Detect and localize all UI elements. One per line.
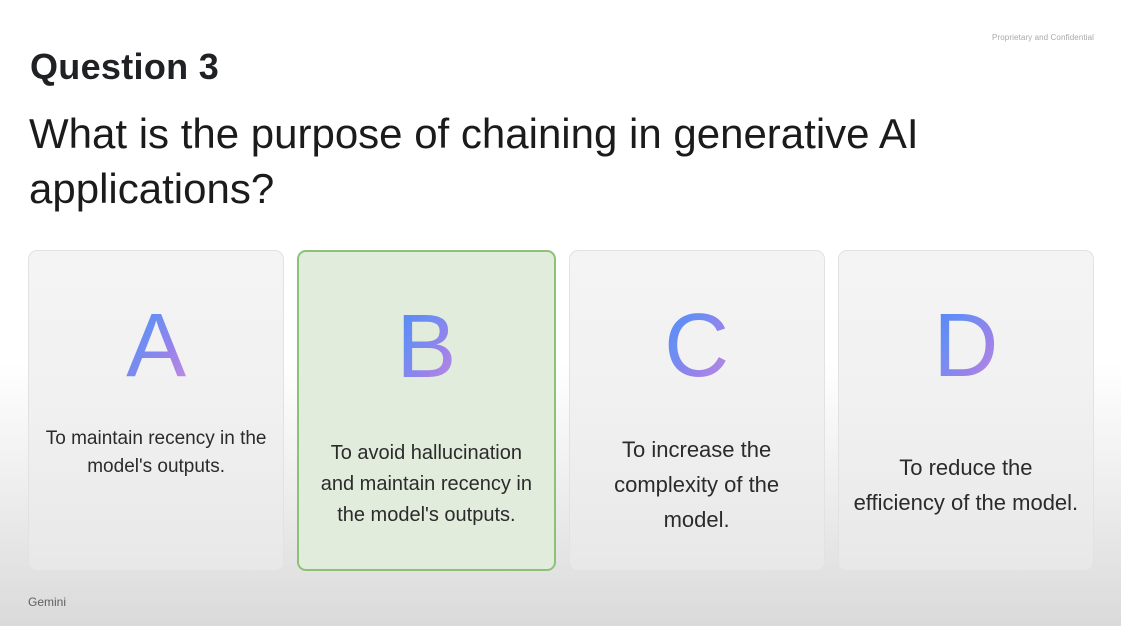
option-letter-a: A: [126, 296, 187, 396]
footer-brand: Gemini: [28, 595, 67, 609]
confidential-notice: Proprietary and Confidential: [992, 33, 1094, 42]
option-text-d: To reduce the efficiency of the model.: [853, 454, 1079, 515]
option-letter-c: C: [664, 296, 730, 396]
option-card-b[interactable]: B To avoid hallucination and maintain re…: [297, 250, 556, 571]
option-letter-b: B: [396, 297, 457, 397]
option-card-c[interactable]: C To increase the complexity of the mode…: [568, 250, 825, 571]
option-letter-d: D: [933, 296, 999, 396]
option-text-a: To maintain recency in the model's outpu…: [45, 428, 267, 477]
answer-options: A To maintain recency in the model's out…: [28, 250, 1094, 571]
option-card-a[interactable]: A To maintain recency in the model's out…: [28, 250, 285, 571]
option-text-c: To increase the complexity of the model.: [614, 437, 780, 532]
option-text-b: To avoid hallucination and maintain rece…: [320, 442, 532, 526]
option-card-d[interactable]: D To reduce the efficiency of the model.: [837, 250, 1094, 571]
question-text: What is the purpose of chaining in gener…: [29, 110, 919, 212]
question-number: Question 3: [30, 46, 220, 87]
